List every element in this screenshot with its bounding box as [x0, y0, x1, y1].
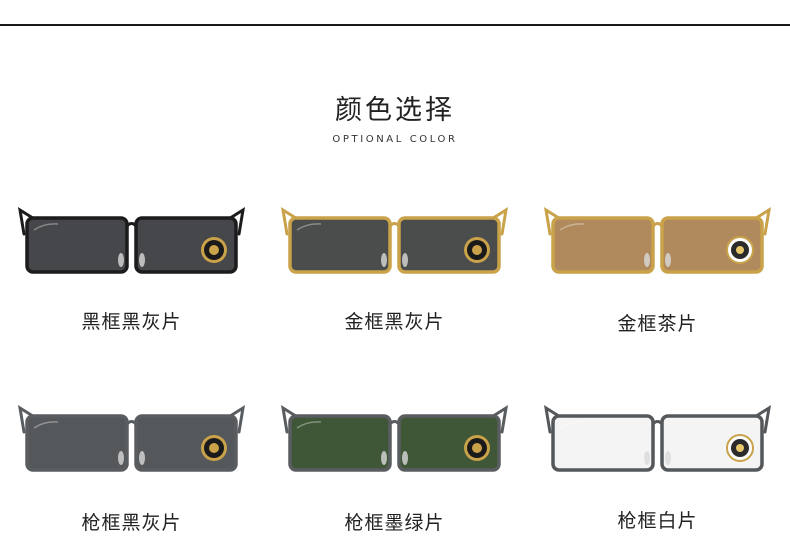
color-option-label: 枪框白片 — [617, 510, 698, 532]
left-lens — [551, 414, 655, 472]
bridge — [125, 420, 138, 426]
nose-pad — [665, 451, 671, 465]
glasses-image — [280, 206, 509, 274]
sunglasses-icon — [17, 206, 246, 274]
seal-badge-icon — [464, 435, 490, 461]
color-option-label: 黑框黑灰片 — [81, 311, 182, 333]
color-option-card[interactable]: 金框黑灰片 — [263, 190, 526, 333]
left-lens — [25, 414, 129, 472]
uv-badge-icon — [726, 236, 754, 264]
color-option-label: 金框黑灰片 — [344, 311, 445, 333]
bridge — [651, 420, 664, 426]
color-option-card[interactable]: 金框茶片 — [526, 190, 789, 335]
sunglasses-icon — [280, 206, 509, 274]
seal-badge-icon — [464, 237, 490, 263]
lens-glare — [296, 421, 322, 429]
bridge — [651, 222, 664, 228]
color-option-card[interactable]: 黑框黑灰片 — [0, 190, 263, 333]
lens-glare — [33, 223, 59, 231]
nose-pad — [381, 253, 387, 267]
sunglasses-icon — [17, 404, 246, 472]
top-divider — [0, 24, 790, 26]
nose-pad — [402, 253, 408, 267]
nose-pad — [644, 451, 650, 465]
nose-pad — [644, 253, 650, 267]
lens-glare — [559, 223, 585, 231]
lens-glare — [296, 223, 322, 231]
glasses-image — [543, 404, 772, 472]
sunglasses-icon — [543, 404, 772, 472]
left-lens — [288, 414, 392, 472]
glasses-image — [17, 404, 246, 472]
uv-badge-icon — [726, 434, 754, 462]
color-option-card[interactable]: 枪框黑灰片 — [0, 388, 263, 534]
lens-glare — [33, 421, 59, 429]
seal-badge-icon — [201, 435, 227, 461]
nose-pad — [665, 253, 671, 267]
bridge — [388, 222, 401, 228]
left-lens — [288, 216, 392, 274]
bridge — [388, 420, 401, 426]
color-option-card[interactable]: 枪框白片 — [526, 388, 789, 532]
sunglasses-icon — [280, 404, 509, 472]
nose-pad — [381, 451, 387, 465]
nose-pad — [118, 253, 124, 267]
page-title: 颜色选择 — [335, 95, 455, 126]
nose-pad — [118, 451, 124, 465]
seal-badge-icon — [201, 237, 227, 263]
sunglasses-icon — [543, 206, 772, 274]
lens-glare — [559, 421, 585, 429]
left-lens — [551, 216, 655, 274]
left-lens — [25, 216, 129, 274]
color-option-label: 枪框墨绿片 — [344, 512, 445, 534]
nose-pad — [139, 253, 145, 267]
glasses-image — [280, 404, 509, 472]
nose-pad — [139, 451, 145, 465]
color-option-label: 枪框黑灰片 — [81, 512, 182, 534]
glasses-image — [543, 206, 772, 274]
page-subtitle: OPTIONAL COLOR — [332, 134, 458, 145]
glasses-image — [17, 206, 246, 274]
bridge — [125, 222, 138, 228]
color-option-label: 金框茶片 — [617, 313, 698, 335]
nose-pad — [402, 451, 408, 465]
color-option-card[interactable]: 枪框墨绿片 — [263, 388, 526, 534]
